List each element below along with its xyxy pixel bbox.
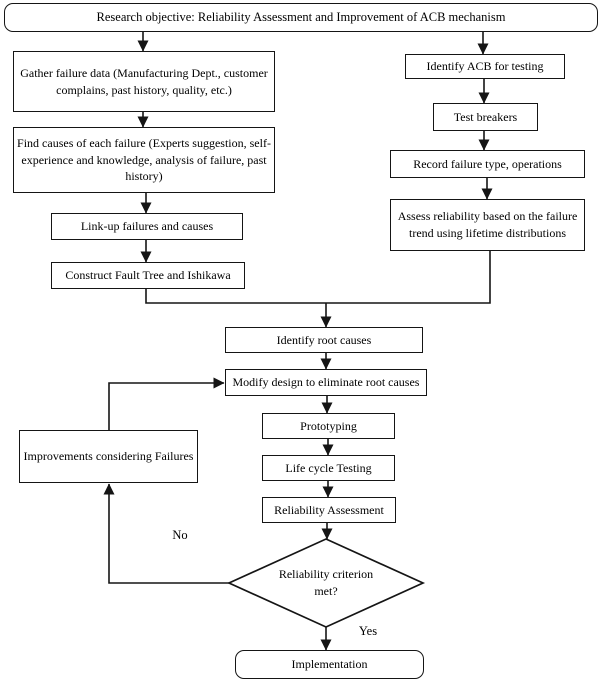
node-modify-design: Modify design to eliminate root causes bbox=[225, 369, 427, 396]
node-record-failure: Record failure type, operations bbox=[390, 150, 585, 178]
node-link-up-failures: Link-up failures and causes bbox=[51, 213, 243, 240]
node-life-cycle-testing: Life cycle Testing bbox=[262, 455, 395, 481]
node-assess-reliability: Assess reliability based on the failure … bbox=[390, 199, 585, 251]
node-identify-root-causes: Identify root causes bbox=[225, 327, 423, 353]
no-edge-label: No bbox=[172, 528, 188, 542]
node-test-breakers: Test breakers bbox=[433, 103, 538, 131]
node-find-causes: Find causes of each failure (Experts sug… bbox=[13, 127, 275, 193]
node-implementation: Implementation bbox=[235, 650, 424, 679]
edge-improvements-to-modify bbox=[108, 377, 225, 430]
edge-decision-no-to-improvements bbox=[103, 483, 229, 584]
node-improvements: Improvements considering Failures bbox=[19, 430, 198, 483]
node-reliability-criterion: Reliability criterion met? bbox=[278, 566, 374, 598]
node-reliability-assessment: Reliability Assessment bbox=[262, 497, 396, 523]
edge-merge-branches bbox=[145, 251, 491, 304]
node-construct-fault-tree: Construct Fault Tree and Ishikawa bbox=[51, 262, 245, 289]
node-identify-acb: Identify ACB for testing bbox=[405, 54, 565, 79]
yes-edge-label: Yes bbox=[358, 624, 378, 638]
node-research-objective: Research objective: Reliability Assessme… bbox=[4, 3, 598, 32]
node-prototyping: Prototyping bbox=[262, 413, 395, 439]
node-gather-failure-data: Gather failure data (Manufacturing Dept.… bbox=[13, 51, 275, 112]
